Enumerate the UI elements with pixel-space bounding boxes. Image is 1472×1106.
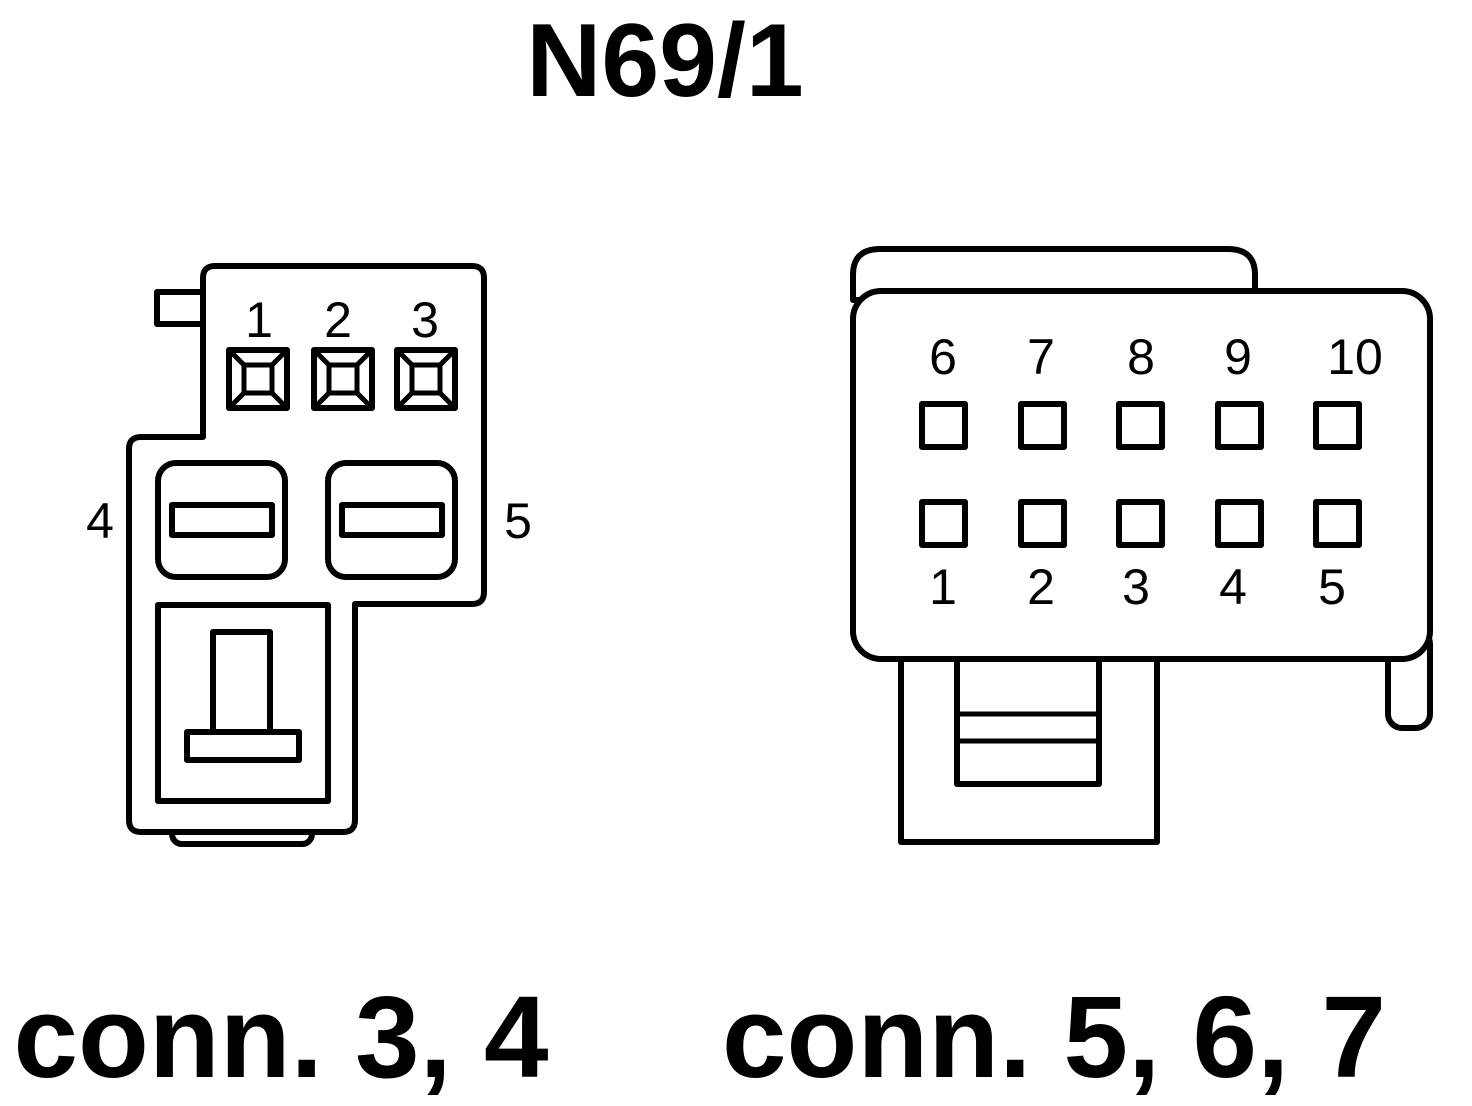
right-pin-label-2: 2 — [1027, 559, 1055, 615]
right-pin-label-10: 10 — [1327, 329, 1383, 385]
left-connector-caption: conn. 3, 4 — [13, 972, 548, 1102]
right-pin-label-9: 9 — [1224, 329, 1252, 385]
right-pin-label-4: 4 — [1219, 559, 1247, 615]
left-pin-3-terminal — [394, 347, 458, 411]
left-pin-label-2: 2 — [324, 292, 352, 348]
left-pin-4-terminal — [155, 460, 288, 580]
right-connector: 6 7 8 9 10 1 2 3 4 5 — [850, 246, 1433, 845]
right-connector-caption: conn. 5, 6, 7 — [722, 972, 1386, 1102]
diagram-title: N69/1 — [526, 3, 804, 119]
right-connector-cable-exit — [898, 637, 1160, 845]
left-pin-label-4: 4 — [86, 493, 114, 549]
right-pin-4-cavity — [1215, 499, 1264, 548]
right-pin-label-3: 3 — [1122, 559, 1150, 615]
right-pin-7-cavity — [1018, 401, 1067, 450]
left-pin-5-terminal — [325, 460, 458, 580]
right-connector-back-shell — [850, 246, 1258, 303]
left-pin-label-3: 3 — [411, 292, 439, 348]
right-pin-label-7: 7 — [1027, 329, 1055, 385]
left-connector: 1 2 3 4 5 — [86, 263, 532, 847]
right-pin-2-cavity — [1018, 499, 1067, 548]
right-pin-5-cavity — [1313, 499, 1362, 548]
right-pin-label-6: 6 — [929, 329, 957, 385]
right-pin-label-5: 5 — [1318, 559, 1346, 615]
left-pin-1-terminal — [226, 347, 290, 411]
left-connector-key — [155, 602, 331, 804]
right-pin-1-cavity — [919, 499, 968, 548]
right-connector-housing — [850, 288, 1433, 662]
right-pin-10-cavity — [1313, 401, 1362, 450]
left-connector-side-tab — [154, 289, 210, 327]
left-pin-2-terminal — [311, 347, 375, 411]
right-pin-label-8: 8 — [1127, 329, 1155, 385]
left-pin-label-5: 5 — [504, 493, 532, 549]
right-pin-8-cavity — [1116, 401, 1165, 450]
right-pin-6-cavity — [919, 401, 968, 450]
left-pin-label-1: 1 — [245, 292, 273, 348]
right-pin-3-cavity — [1116, 499, 1165, 548]
right-pin-label-1: 1 — [929, 559, 957, 615]
right-pin-9-cavity — [1215, 401, 1264, 450]
